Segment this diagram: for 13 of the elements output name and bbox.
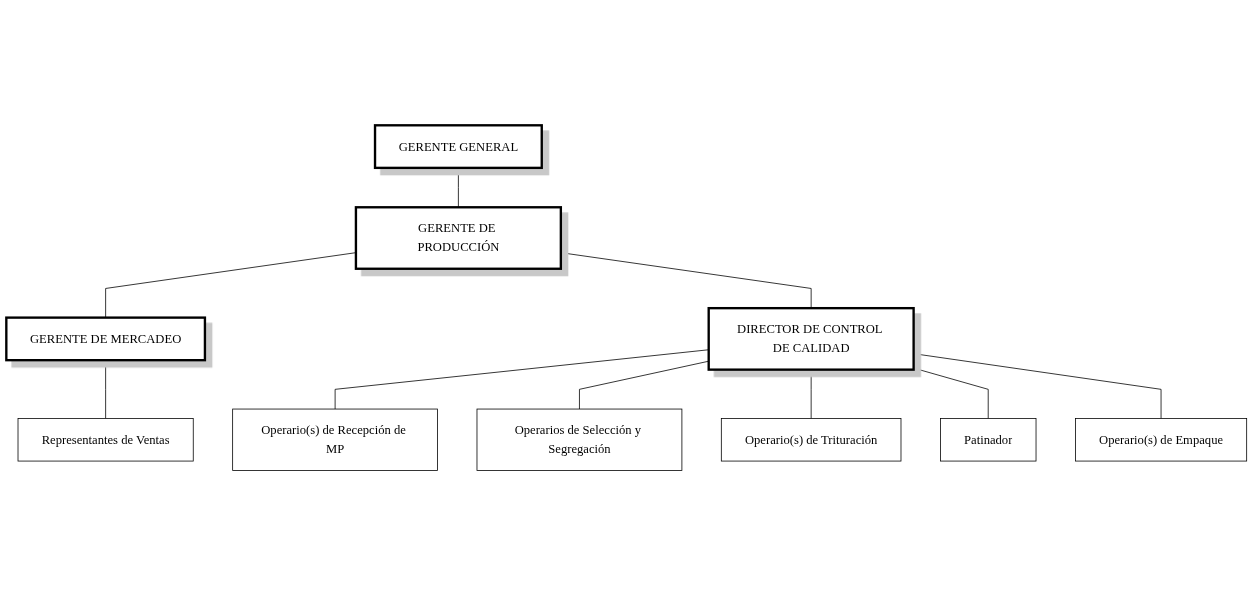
node-box: Operarios de Selección y Segregación [476,408,683,471]
node-box: GERENTE DE MERCADEO [5,316,207,361]
connector [913,367,989,419]
node-box: Representantes de Ventas [17,417,194,462]
node-box: GERENTE DE PRODUCCIÓN [354,205,563,270]
node-box: Operario(s) de Trituración [720,417,902,462]
node-box: Patinador [940,417,1037,462]
connector [913,352,1162,419]
node-box: GERENTE GENERAL [373,123,543,169]
connector [105,359,107,419]
node-box: Operario(s) de Empaque [1075,417,1248,462]
node-box: Operario(s) de Recepción de MP [232,408,438,471]
node-box: DIRECTOR DE CONTROL DE CALIDAD [707,306,915,371]
